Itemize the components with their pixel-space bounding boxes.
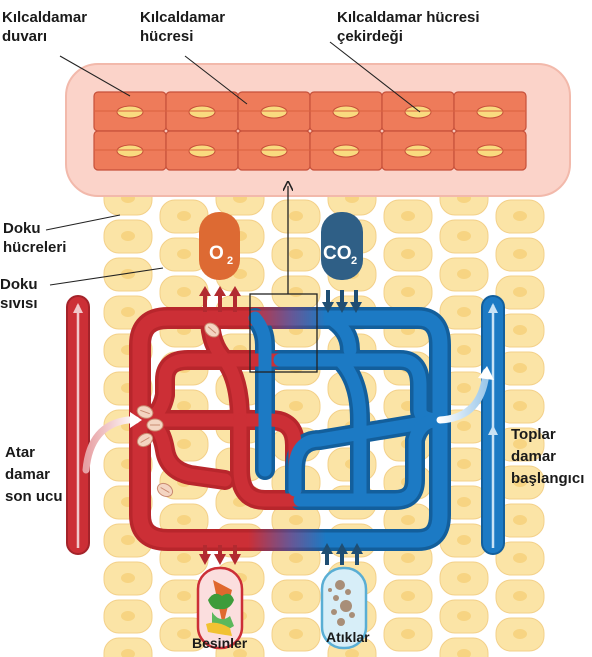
oxygen-subscript: 2 bbox=[227, 255, 233, 267]
tissue-cell-nucleus bbox=[289, 629, 303, 639]
capillary-cell-nucleus bbox=[405, 145, 431, 157]
tissue-cell-nucleus bbox=[457, 459, 471, 469]
waste-arrows bbox=[321, 543, 363, 565]
tissue-cell-nucleus bbox=[513, 629, 527, 639]
tissue-cell-nucleus bbox=[457, 497, 471, 507]
tissue-cell-nucleus bbox=[121, 611, 135, 621]
capillary-cell-nucleus bbox=[189, 145, 215, 157]
tissue-cell-nucleus bbox=[457, 383, 471, 393]
tissue-cell-nucleus bbox=[289, 515, 303, 525]
capillary-wall-label: Kılcaldamar duvarı bbox=[2, 8, 87, 46]
tissue-cell-nucleus bbox=[401, 515, 415, 525]
capillary-cell-nucleus bbox=[333, 106, 359, 118]
oxygen-label: O bbox=[209, 243, 224, 264]
capillary-cell-nucleus bbox=[261, 106, 287, 118]
tissue-cell-nucleus bbox=[457, 231, 471, 241]
tissue-cell-nucleus bbox=[401, 249, 415, 259]
tissue-cell-nucleus bbox=[513, 553, 527, 563]
nutrient-arrows bbox=[199, 545, 241, 565]
capillary-cell-nucleus bbox=[117, 145, 143, 157]
tissue-cell-nucleus bbox=[401, 591, 415, 601]
tissue-cell-nucleus bbox=[457, 269, 471, 279]
tissue-cell-nucleus bbox=[457, 535, 471, 545]
tissue-cell-nucleus bbox=[289, 249, 303, 259]
tissue-cell-nucleus bbox=[401, 629, 415, 639]
artery-end-label: Atar damar son ucu bbox=[5, 442, 63, 508]
tissue-cell-nucleus bbox=[513, 363, 527, 373]
tissue-cell-nucleus bbox=[289, 211, 303, 221]
tissue-cell-nucleus bbox=[513, 401, 527, 411]
tissue-cell-nucleus bbox=[289, 553, 303, 563]
capillary-cell-nucleus bbox=[477, 145, 503, 157]
capillary-cell-nucleus bbox=[477, 106, 503, 118]
tissue-cell-nucleus bbox=[289, 591, 303, 601]
tissue-cell-nucleus bbox=[177, 211, 191, 221]
tissue-cell-nucleus bbox=[513, 325, 527, 335]
capillary-cell-nucleus bbox=[261, 145, 287, 157]
capillary-cell-nucleus bbox=[405, 106, 431, 118]
tissue-cell-nucleus bbox=[457, 307, 471, 317]
tissue-cell-nucleus bbox=[177, 591, 191, 601]
tissue-cell-nucleus bbox=[121, 573, 135, 583]
tissue-fluid-label: Doku sıvısı bbox=[0, 275, 38, 313]
tissue-cells-label: Doku hücreleri bbox=[3, 219, 66, 257]
tissue-cell-nucleus bbox=[457, 421, 471, 431]
tissue-cell-nucleus bbox=[513, 515, 527, 525]
oxygen-capsule: O 2 bbox=[199, 212, 240, 280]
tissue-cell-nucleus bbox=[513, 211, 527, 221]
tissue-cell-nucleus bbox=[401, 553, 415, 563]
tissue-cell-nucleus bbox=[177, 553, 191, 563]
tissue-cell-nucleus bbox=[513, 249, 527, 259]
tissue-cell-nucleus bbox=[457, 345, 471, 355]
tissue-cell-nucleus bbox=[289, 287, 303, 297]
tissue-cell-nucleus bbox=[289, 401, 303, 411]
capillary-cell-nucleus bbox=[189, 106, 215, 118]
tissue-cell-nucleus bbox=[177, 515, 191, 525]
carbon-dioxide-label: CO bbox=[323, 243, 352, 264]
carbon-dioxide-capsule: CO 2 bbox=[321, 212, 363, 280]
tissue-cell-nucleus bbox=[457, 573, 471, 583]
tissue-cell-nucleus bbox=[121, 231, 135, 241]
tissue-cell-nucleus bbox=[513, 287, 527, 297]
tissue-cell-nucleus bbox=[121, 535, 135, 545]
tissue-cell-nucleus bbox=[177, 401, 191, 411]
nutrients-label: Besinler bbox=[192, 634, 247, 653]
capillary-cell-nucleus bbox=[333, 145, 359, 157]
capillary-cell-nucleus bbox=[117, 106, 143, 118]
tissue-cell-nucleus bbox=[177, 287, 191, 297]
tissue-cell-nucleus bbox=[401, 287, 415, 297]
carbon-dioxide-arrows bbox=[322, 290, 362, 313]
tissue-cell-nucleus bbox=[121, 307, 135, 317]
tissue-cell-nucleus bbox=[177, 249, 191, 259]
vein-start-label: Toplar damar başlangıcı bbox=[511, 424, 584, 490]
tissue-cell-nucleus bbox=[401, 211, 415, 221]
capillary-nucleus-label: Kılcaldamar hücresi çekirdeği bbox=[337, 8, 480, 46]
tissue-cell-nucleus bbox=[177, 629, 191, 639]
oxygen-arrows bbox=[199, 286, 241, 312]
tissue-cell-nucleus bbox=[513, 591, 527, 601]
wastes-label: Atıklar bbox=[326, 628, 370, 647]
tissue-cell-nucleus bbox=[457, 611, 471, 621]
capillary-tube bbox=[66, 64, 570, 196]
tissue-cell-nucleus bbox=[177, 439, 191, 449]
capillary-cell-label: Kılcaldamar hücresi bbox=[140, 8, 225, 46]
carbon-dioxide-subscript: 2 bbox=[351, 255, 357, 267]
